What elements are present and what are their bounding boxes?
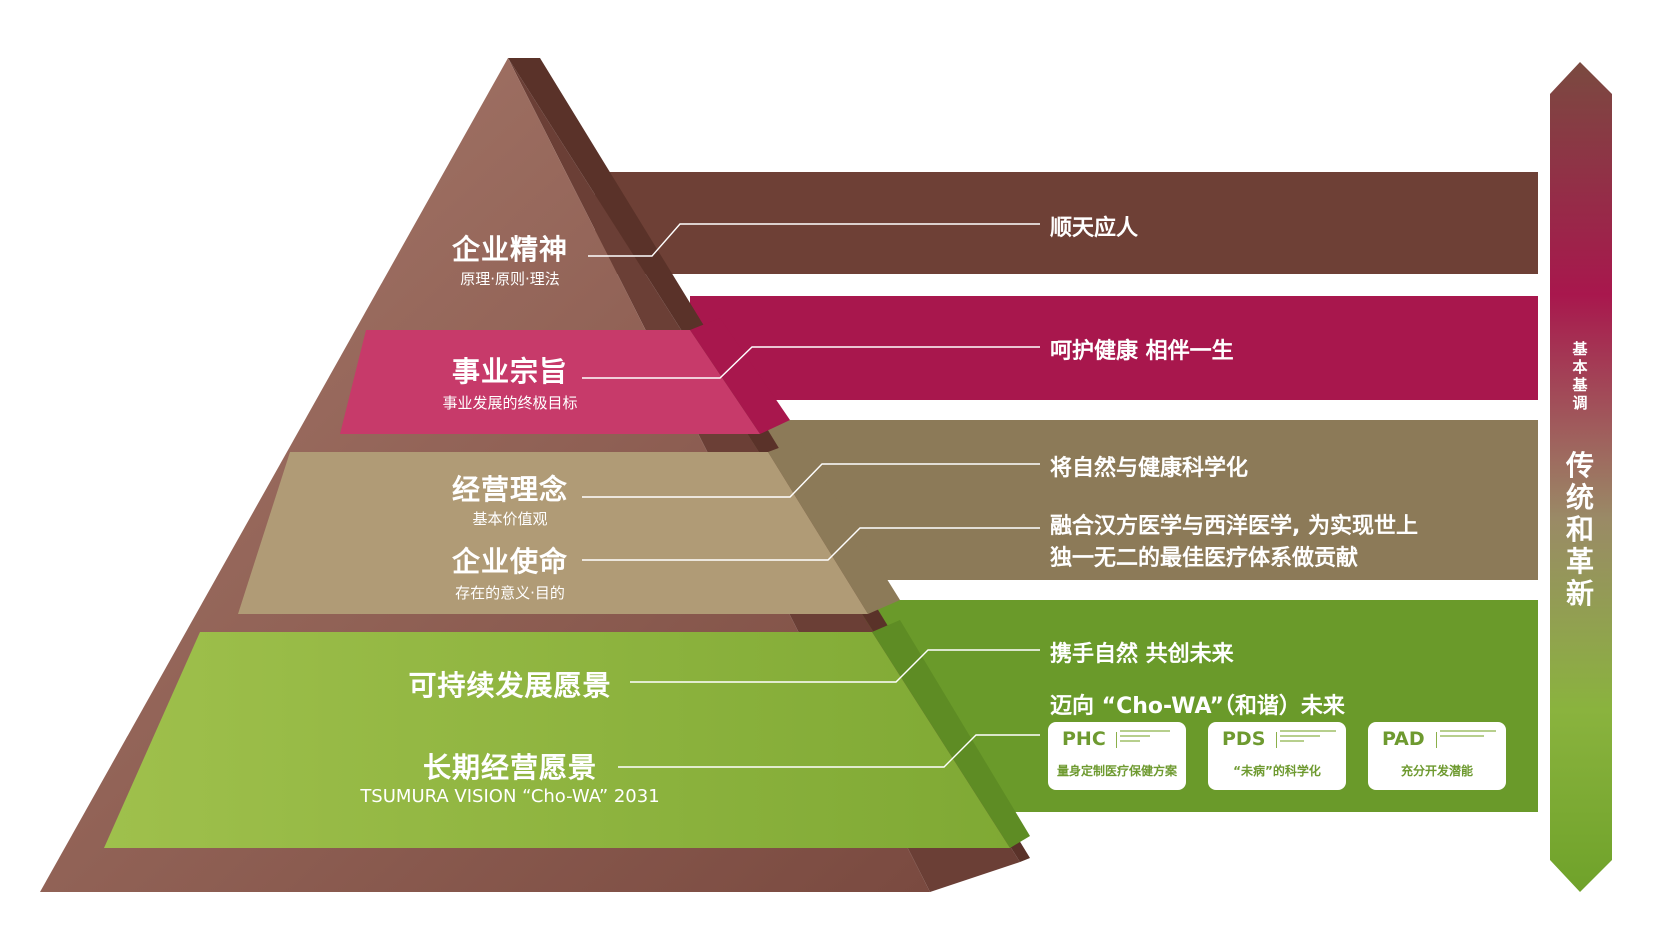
philosophy-title: 经营理念	[451, 473, 568, 506]
card-pad: PAD 充分开发潜能	[1368, 722, 1506, 790]
band-sustainable-text: 携手自然 共创未来	[1050, 642, 1234, 667]
arrow-small-text: 基本基调	[1572, 340, 1588, 412]
card-fine-print	[1440, 730, 1500, 744]
tier-vision-side	[872, 620, 1030, 848]
spirit-subtitle: 原理·原则·理法	[460, 270, 560, 288]
tier-purpose	[340, 330, 760, 434]
card-divider	[1116, 732, 1117, 748]
band-longterm-text: 迈向 “Cho-WA”（和谐）未来	[1050, 694, 1345, 719]
sustainable-title: 可持续发展愿景	[408, 669, 612, 702]
philosophy-subtitle: 基本价值观	[472, 510, 548, 528]
tier-philosophy-side	[768, 440, 900, 614]
card-code: PAD	[1382, 728, 1425, 750]
card-divider	[1276, 732, 1277, 748]
card-code: PHC	[1062, 728, 1106, 750]
band-purpose-text: 呵护健康 相伴一生	[1050, 339, 1234, 364]
connector-sustainable	[630, 649, 1040, 683]
card-pds: PDS “未病”的科学化	[1208, 722, 1346, 790]
mission-subtitle: 存在的意义·目的	[455, 584, 565, 602]
connector-purpose	[582, 346, 1040, 379]
longterm-subtitle: TSUMURA VISION “Cho-WA” 2031	[360, 786, 660, 807]
connector-lines	[582, 223, 1040, 768]
band-mission-line2: 独一无二的最佳医疗体系做贡献	[1050, 546, 1359, 571]
card-fine-print	[1120, 730, 1180, 744]
band-spirit-text: 顺天应人	[1050, 216, 1139, 241]
connector-spirit	[588, 223, 1040, 257]
tier-vision	[104, 632, 1010, 848]
band-philosophy-text: 将自然与健康科学化	[1050, 456, 1249, 481]
band-spirit	[595, 172, 1538, 274]
longterm-title: 长期经营愿景	[422, 751, 597, 784]
card-desc: 充分开发潜能	[1400, 764, 1473, 778]
connector-mission	[582, 527, 1040, 561]
purpose-title: 事业宗旨	[451, 355, 568, 388]
tier-philosophy	[238, 452, 868, 614]
tradition-arrow	[1550, 62, 1612, 892]
purpose-subtitle: 事业发展的终极目标	[442, 394, 578, 412]
tier-purpose-side	[690, 318, 790, 434]
card-fine-print	[1280, 730, 1340, 744]
card-divider	[1436, 732, 1437, 748]
card-code: PDS	[1222, 728, 1266, 750]
connector-longterm	[618, 734, 1040, 768]
card-phc: PHC 量身定制医疗保健方案	[1048, 722, 1186, 790]
arrow-big-text: 传统和革新	[1565, 449, 1594, 610]
card-desc: “未病”的科学化	[1233, 764, 1321, 778]
card-desc: 量身定制医疗保健方案	[1056, 764, 1177, 778]
band-purpose	[690, 296, 1538, 400]
mission-title: 企业使命	[451, 545, 568, 578]
connector-philosophy	[582, 463, 1040, 498]
band-mission-line1: 融合汉方医学与西洋医学, 为实现世上	[1050, 514, 1419, 539]
spirit-title: 企业精神	[451, 233, 568, 266]
